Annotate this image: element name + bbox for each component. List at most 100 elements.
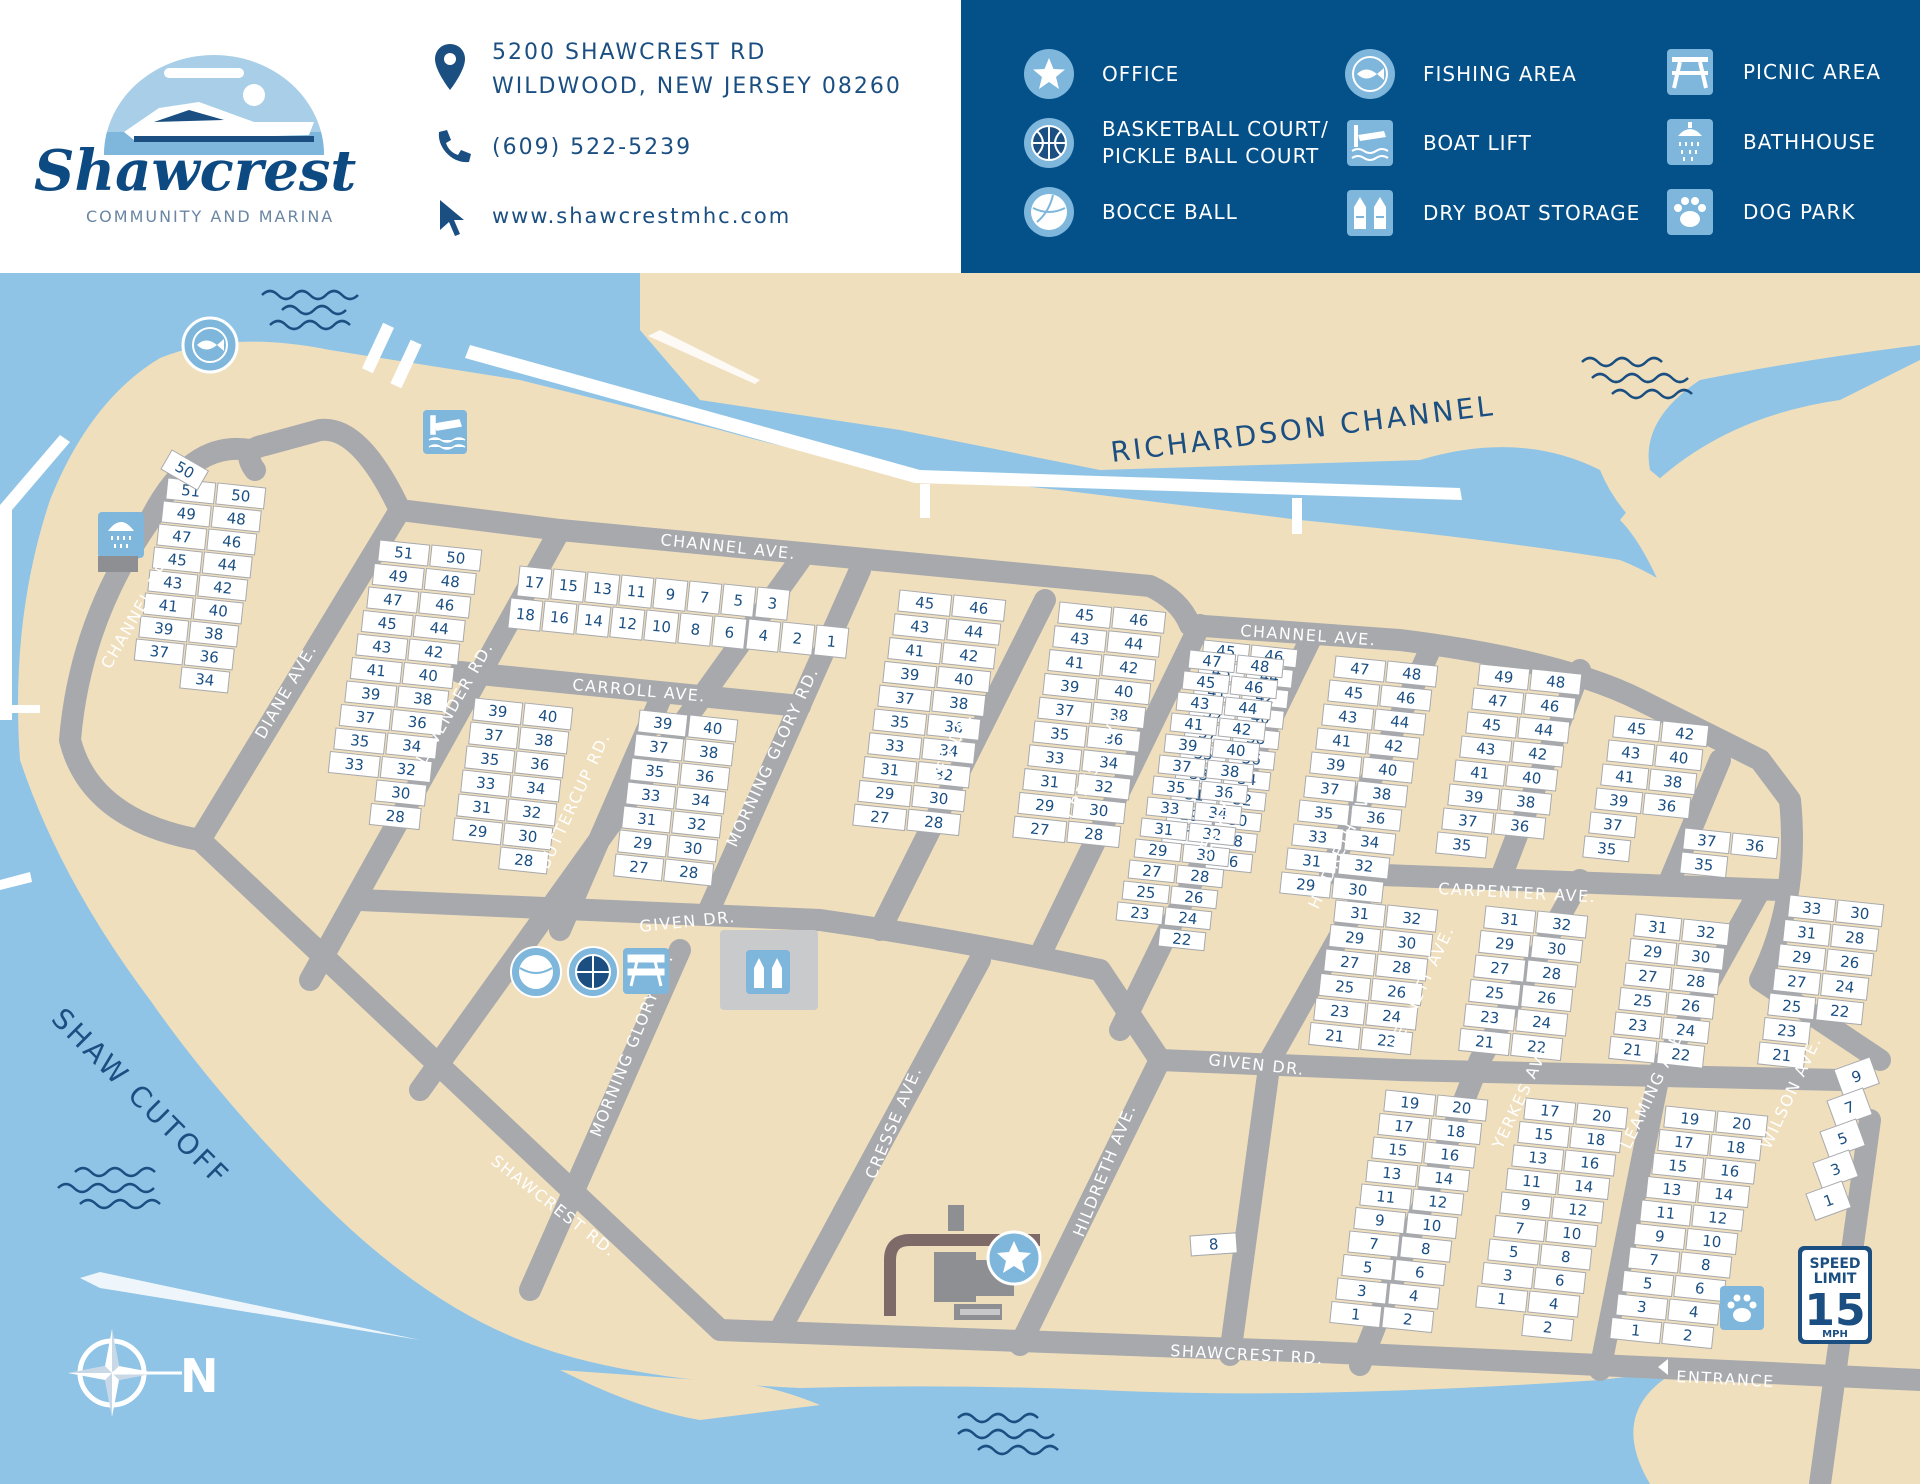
lot-plot[interactable] xyxy=(1666,991,1716,1020)
lot-plot[interactable] xyxy=(1651,1152,1705,1180)
lot-plot[interactable] xyxy=(1575,1102,1629,1130)
lot-plot[interactable] xyxy=(1411,1188,1465,1216)
lot-plot[interactable] xyxy=(1399,1235,1453,1263)
lot-plot[interactable] xyxy=(1679,851,1729,879)
lot-plot[interactable] xyxy=(510,774,562,803)
lot-plot[interactable] xyxy=(1539,1243,1593,1271)
lot-plot[interactable] xyxy=(183,643,235,671)
lot-plot[interactable] xyxy=(452,817,504,846)
lot-plot[interactable] xyxy=(1106,630,1162,658)
lot-plot[interactable] xyxy=(522,702,574,731)
lot-plot[interactable] xyxy=(677,612,714,647)
lot-plot[interactable] xyxy=(1471,687,1525,715)
lot-plot[interactable] xyxy=(1615,1293,1669,1321)
lot-plot[interactable] xyxy=(1359,1183,1413,1211)
lot-plot[interactable] xyxy=(1473,954,1527,983)
lot-plot[interactable] xyxy=(1621,1269,1675,1298)
lot-plot[interactable] xyxy=(1365,1002,1419,1031)
lot-plot[interactable] xyxy=(867,732,923,760)
lot-plot[interactable] xyxy=(1493,812,1547,840)
lot-plot[interactable] xyxy=(1645,1175,1699,1204)
lot-plot[interactable] xyxy=(1535,910,1589,939)
lot-plot[interactable] xyxy=(1557,1172,1611,1201)
lot-plot[interactable] xyxy=(368,802,422,831)
lot-plot[interactable] xyxy=(371,562,425,591)
lot-plot[interactable] xyxy=(584,571,621,606)
lot-plot[interactable] xyxy=(1627,1246,1681,1274)
lot-plot[interactable] xyxy=(1121,880,1171,905)
lot-plot[interactable] xyxy=(1715,1110,1769,1138)
lot-plot[interactable] xyxy=(1682,827,1732,855)
lot-plot[interactable] xyxy=(1835,899,1885,928)
lot-plot[interactable] xyxy=(1730,832,1780,860)
lot-plot[interactable] xyxy=(1205,759,1255,784)
lot-plot[interactable] xyxy=(754,586,791,621)
lot-plot[interactable] xyxy=(1520,983,1574,1013)
lot-plot[interactable] xyxy=(1609,1316,1663,1345)
lot-plot[interactable] xyxy=(779,621,816,656)
lot-plot[interactable] xyxy=(1523,1097,1577,1125)
lot-plot[interactable] xyxy=(1465,711,1519,739)
lot-plot[interactable] xyxy=(1377,1112,1431,1141)
lot-plot[interactable] xyxy=(1333,899,1387,928)
lot-plot[interactable] xyxy=(941,642,997,670)
lot-plot[interactable] xyxy=(1157,927,1207,952)
lot-plot[interactable] xyxy=(1318,972,1372,1002)
lot-plot[interactable] xyxy=(1367,732,1421,760)
lot-plot[interactable] xyxy=(629,757,681,786)
lot-plot[interactable] xyxy=(1347,1230,1401,1258)
lot-plot[interactable] xyxy=(344,680,398,708)
lot-plot[interactable] xyxy=(1042,672,1098,701)
community-map[interactable]: 5149474543413937504846444240383634514947… xyxy=(0,273,1920,1484)
lot-plot[interactable] xyxy=(1517,716,1571,744)
lot-plot[interactable] xyxy=(1360,1026,1414,1056)
lot-plot[interactable] xyxy=(206,528,258,556)
lot-plot[interactable] xyxy=(1582,835,1632,863)
lot-plot[interactable] xyxy=(1381,1305,1435,1334)
lot-plot[interactable] xyxy=(1323,948,1377,977)
lot-plot[interactable] xyxy=(1331,876,1385,904)
lot-plot[interactable] xyxy=(360,609,414,638)
lot-plot[interactable] xyxy=(892,613,948,641)
lot-plot[interactable] xyxy=(1309,751,1363,779)
lot-plot[interactable] xyxy=(1661,1321,1715,1350)
lot-plot[interactable] xyxy=(1468,978,1522,1008)
lot-plot[interactable] xyxy=(1187,649,1237,674)
lot-plot[interactable] xyxy=(197,574,249,602)
lot-plot[interactable] xyxy=(138,615,190,643)
lot-plot[interactable] xyxy=(1618,986,1668,1015)
lot-plot[interactable] xyxy=(663,858,715,887)
lot-plot[interactable] xyxy=(1612,715,1662,743)
lot-plot[interactable] xyxy=(390,708,444,737)
lot-plot[interactable] xyxy=(1499,1191,1553,1219)
lot-plot[interactable] xyxy=(1337,852,1391,880)
lot-plot[interactable] xyxy=(396,685,450,713)
lot-plot[interactable] xyxy=(1139,817,1189,842)
lot-plot[interactable] xyxy=(1648,768,1698,796)
lot-plot[interactable] xyxy=(407,638,461,666)
shawcrest-logo[interactable]: Shawcrest COMMUNITY AND MARINA xyxy=(24,40,364,240)
lot-plot[interactable] xyxy=(1685,1227,1739,1256)
lot-plot[interactable] xyxy=(1111,606,1167,634)
lot-plot[interactable] xyxy=(1181,843,1231,868)
lot-plot[interactable] xyxy=(1600,763,1650,791)
lot-plot[interactable] xyxy=(1588,811,1638,839)
lot-plot[interactable] xyxy=(1523,692,1577,720)
lot-plot[interactable] xyxy=(1679,1251,1733,1279)
lot-plot[interactable] xyxy=(1066,820,1122,849)
lot-plot[interactable] xyxy=(333,727,387,755)
lot-plot[interactable] xyxy=(1703,1157,1757,1185)
lot-plot[interactable] xyxy=(1660,720,1710,748)
lot-plot[interactable] xyxy=(1551,1196,1605,1224)
lot-plot[interactable] xyxy=(1757,1041,1807,1070)
map-bocce-marker[interactable] xyxy=(510,946,562,998)
lot-plot[interactable] xyxy=(1181,670,1231,695)
lot-plot[interactable] xyxy=(1825,948,1875,977)
lot-plot[interactable] xyxy=(926,713,982,741)
lot-plot[interactable] xyxy=(1163,906,1213,931)
lot-plot[interactable] xyxy=(516,565,553,600)
lot-plot[interactable] xyxy=(1613,1011,1663,1040)
lot-plot[interactable] xyxy=(1525,959,1579,988)
lot-plot[interactable] xyxy=(1285,847,1339,875)
lot-plot[interactable] xyxy=(625,781,677,810)
